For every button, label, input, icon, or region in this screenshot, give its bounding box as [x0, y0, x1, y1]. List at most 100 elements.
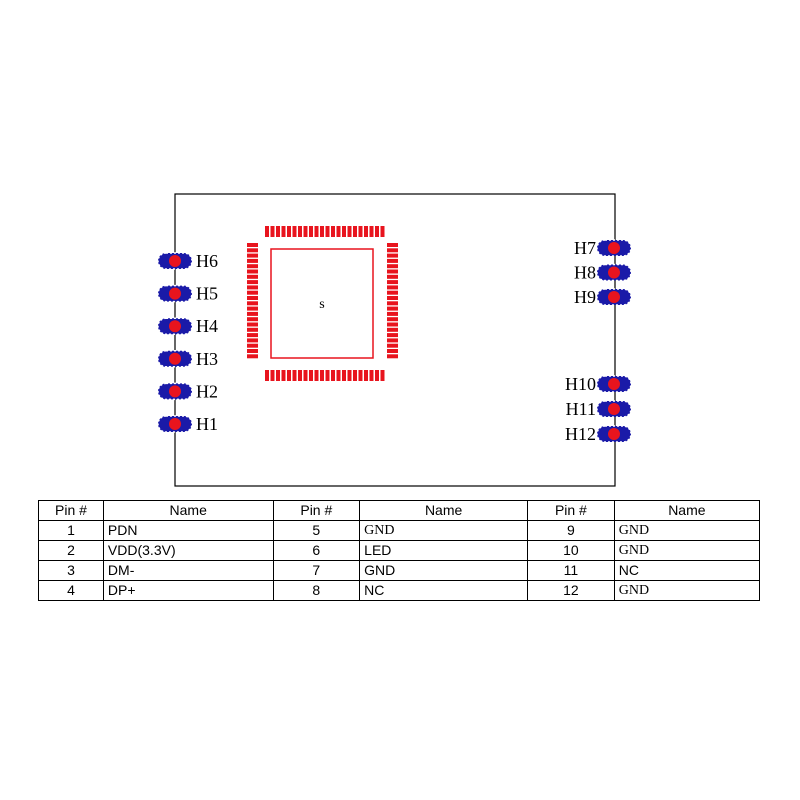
chip-pad	[369, 370, 374, 381]
chip-pad	[364, 226, 368, 237]
chip-pad	[375, 370, 379, 381]
pin-table: Pin # Name Pin # Name Pin # Name 1 PDN 5…	[38, 500, 761, 601]
chip-pad	[247, 311, 258, 316]
chip-pad	[247, 327, 258, 332]
chip-pad	[314, 370, 319, 381]
chip-pad	[347, 226, 352, 237]
chip-label: s	[319, 297, 324, 312]
chip-pad	[247, 338, 258, 343]
chip-pad	[387, 285, 398, 290]
header-pin: H10	[565, 374, 632, 394]
chip-pad	[314, 226, 319, 237]
chip-pad	[387, 274, 398, 279]
chip-pad	[387, 354, 398, 359]
pin-label: H1	[196, 414, 218, 434]
board-outline	[174, 193, 616, 487]
chip-pad	[287, 370, 291, 381]
pin-name: GND	[359, 520, 529, 541]
chip-pad	[247, 274, 258, 279]
chip-pad	[387, 258, 398, 263]
pin-name: GND	[613, 580, 761, 601]
header-pin: H6	[157, 251, 218, 271]
chip-pad	[387, 306, 398, 311]
table-row: 3 DM- 7 GND 11 NC	[38, 560, 761, 581]
pin-table-header-row: Pin # Name Pin # Name Pin # Name	[38, 500, 761, 521]
chip-pad	[247, 243, 258, 247]
table-row: 1 PDN 5 GND 9 GND	[38, 520, 761, 541]
pin-label: H9	[574, 287, 596, 307]
chip-pad	[247, 264, 258, 269]
chip-pads	[247, 226, 398, 381]
chip-pad	[281, 226, 286, 237]
pin-label: H4	[196, 316, 218, 336]
pin-pad	[608, 428, 620, 440]
pin-number: 12	[527, 580, 615, 601]
pin-name: GND	[359, 560, 529, 581]
chip-pad	[387, 343, 398, 348]
chip-pad	[380, 226, 385, 237]
chip-pad	[369, 226, 374, 237]
pin-number: 10	[527, 540, 615, 561]
pin-name: NC	[359, 580, 529, 601]
chip-pad	[336, 226, 341, 237]
header-pin-number-2: Pin #	[272, 500, 361, 521]
chip-pad	[387, 290, 398, 295]
chip-pad	[353, 370, 357, 381]
chip-pad	[387, 317, 398, 322]
pin-label: H3	[196, 349, 218, 369]
chip-pad	[247, 322, 258, 327]
pin-pad	[169, 255, 181, 267]
header-pin: H2	[157, 381, 218, 401]
pin-number: 5	[272, 520, 361, 541]
chip-pad	[247, 296, 258, 300]
chip-pad	[375, 226, 379, 237]
chip-body	[270, 248, 374, 359]
chip-pad	[358, 370, 363, 381]
header-pin: H11	[566, 399, 632, 419]
header-pin: H1	[157, 414, 218, 434]
chip-pad	[309, 226, 313, 237]
chip-pad	[247, 280, 258, 285]
chip-pad	[292, 226, 297, 237]
header-name-2: Name	[359, 500, 529, 521]
pin-name: VDD(3.3V)	[102, 540, 274, 561]
pin-name: LED	[359, 540, 529, 561]
pin-number: 3	[38, 560, 104, 581]
chip-pad	[387, 253, 398, 258]
chip-pad	[387, 349, 398, 353]
chip-pad	[303, 370, 308, 381]
chip-pad	[247, 343, 258, 348]
pin-label: H7	[574, 238, 596, 258]
pin-label: H6	[196, 251, 218, 271]
chip-pad	[336, 370, 341, 381]
chip-pad	[331, 370, 335, 381]
pin-name: GND	[613, 520, 761, 541]
chip-pad	[387, 338, 398, 343]
chip-pad	[270, 226, 275, 237]
chip-pad	[303, 226, 308, 237]
chip-pad	[247, 333, 258, 338]
pin-name: DM-	[102, 560, 274, 581]
chip-pad	[387, 322, 398, 327]
pin-pad	[169, 320, 181, 333]
pin-label: H8	[574, 263, 596, 283]
pin-number: 7	[272, 560, 361, 581]
chip-pad	[247, 301, 258, 306]
chip-pad	[265, 370, 269, 381]
chip-pad	[320, 226, 324, 237]
pin-pad	[608, 403, 620, 415]
chip-pad	[247, 258, 258, 263]
chip-pad	[247, 306, 258, 311]
pin-pad	[169, 352, 181, 365]
chip-pad	[325, 370, 330, 381]
chip-pad	[387, 269, 398, 274]
chip-pad	[298, 226, 302, 237]
chip-pad	[387, 243, 398, 247]
header-pin-number-3: Pin #	[527, 500, 615, 521]
pin-pad	[608, 266, 620, 279]
chip-pad	[276, 370, 280, 381]
pin-pad	[608, 378, 620, 390]
header-pin-number-1: Pin #	[38, 500, 104, 521]
